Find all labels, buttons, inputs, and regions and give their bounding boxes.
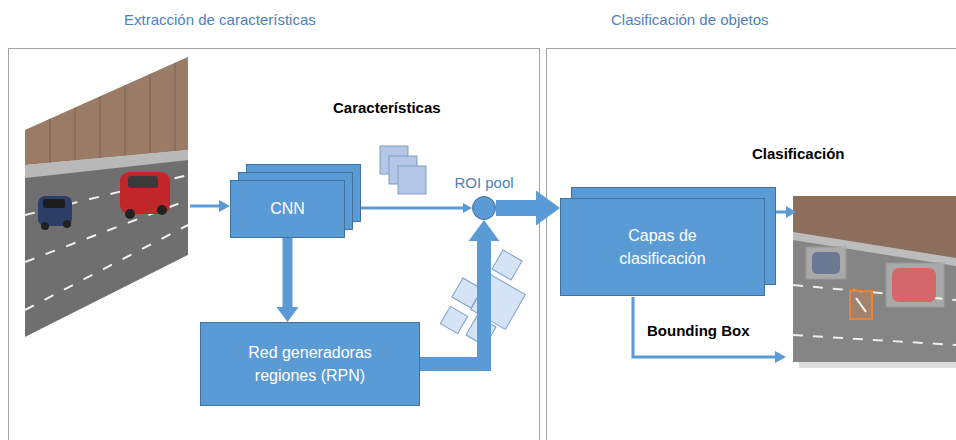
box-label: Red generadoras regiones (RPN) (221, 341, 399, 387)
bbox-arrow (633, 297, 786, 363)
arrow-head (469, 220, 500, 241)
box-label: CNN (270, 197, 305, 220)
arrow-shaft (283, 238, 293, 308)
annotation-label: Características (333, 99, 441, 116)
box-label: Capas de clasificación (606, 224, 719, 270)
annotation-label: Clasificación (752, 145, 845, 162)
connector-arrow (277, 238, 299, 322)
feature-maps (380, 146, 426, 194)
stage-panel: Extracción de característicasCNNRed gene… (8, 48, 540, 440)
output-photo (793, 196, 956, 362)
output-arrow (776, 206, 796, 218)
panel-heading: Extracción de características (124, 11, 316, 28)
arrow-head (277, 307, 299, 322)
arrow-shaft (361, 207, 464, 210)
classifier-box: Capas de clasificación (560, 198, 765, 296)
arrow-shaft (496, 200, 537, 216)
connector-arrow (361, 203, 472, 213)
process-box: Red generadoras regiones (RPN) (200, 322, 420, 406)
input-photo (25, 55, 188, 337)
connector-arrow (496, 190, 560, 225)
annotation-label: Bounding Box (647, 322, 749, 339)
node-heading: ROI pool (454, 174, 513, 191)
arrow-head (463, 203, 472, 213)
roi-pool-node: ROI pool (472, 196, 496, 220)
connector-arrow (420, 220, 499, 364)
cnn-box: CNN (230, 180, 345, 238)
panel-heading: Clasificación de objetos (611, 11, 769, 28)
arrow-shaft (420, 240, 484, 364)
arrow-head (536, 190, 560, 225)
stage-panel: Clasificación de objetosCapas de clasifi… (546, 48, 956, 440)
input-arrow (190, 200, 230, 212)
